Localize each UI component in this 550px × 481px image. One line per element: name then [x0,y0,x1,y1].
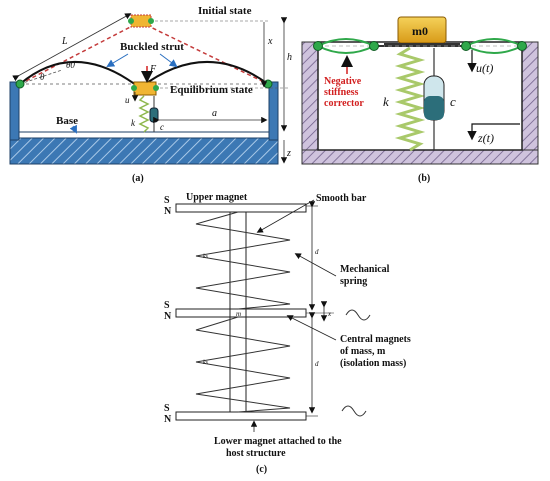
base-label: Base [56,115,78,127]
equilibrium-mass [133,81,157,96]
L-dimension [12,13,132,82]
ns-label-line3: corrector [324,98,364,109]
eq-mass-pivot-right [153,85,159,91]
left-wall-b [301,41,319,155]
eq-mass-pivot-left [131,85,137,91]
theta-label: θ [40,72,45,82]
x-label-c: x [327,310,332,318]
ns-pivot-1 [313,41,323,51]
base-pointer [69,124,77,134]
buckled-pointer-left [106,53,129,68]
caption-c: (c) [256,464,267,475]
spring-label-2: spring [340,276,367,287]
damper-fluid [424,96,444,120]
d-label-upper: d [315,248,319,256]
damper-a [149,107,159,123]
S-bot: S [164,403,170,414]
lower-spring [195,316,291,413]
ns-pivot-4 [517,41,527,51]
spring-a [138,95,150,133]
ns-label-line2: stiffness [324,87,359,98]
u-label: u [125,95,130,105]
ns-pivot-2 [369,41,379,51]
c-label-b: c [450,94,456,109]
wave-lower [341,405,367,417]
F-label: F [149,64,157,75]
right-wall-b [521,41,539,155]
S-mid: S [164,300,170,311]
smooth-bar-label: Smooth bar [316,193,367,204]
panel-a: Initial state Buckled strut Equilibrium … [9,5,292,184]
ks-label-upper: ks [203,254,209,260]
central-label-2: of mass, m [340,346,386,357]
buckled-strut-right [139,60,269,89]
initial-state-label: Initial state [198,5,252,17]
lower-magnet [175,411,307,421]
upper-magnet-label: Upper magnet [186,192,248,203]
N-bot: N [164,414,172,425]
buckled-strut-label: Buckled strut [120,41,184,53]
u-label-b: u(t) [476,61,493,75]
ns-pivot-3 [461,41,471,51]
central-label-3: (isolation mass) [340,358,406,369]
base-block [9,137,279,165]
z-label-a: z [286,148,291,159]
ks-label-lower: ks [203,360,209,366]
lower-magnet-label-2: host structure [226,448,286,459]
z-arrow [467,123,520,141]
buckled-pointer-right [159,53,178,68]
k-label-b: k [383,94,389,109]
m-label-c: m [236,310,241,318]
wave-central [345,309,371,321]
d-label-lower: d [315,360,319,368]
upper-magnet [175,203,307,213]
z-label-b: z(t) [477,131,494,145]
initial-strut-left [19,21,141,85]
mass-plate [384,43,460,47]
x-label-a: x [267,36,273,47]
central-pointer [286,315,337,341]
k-label-a: k [131,118,136,128]
upper-spring [195,211,291,310]
panel-c: S N S N S N Upper magnet Smooth bar Mech… [164,192,411,475]
spring-pointer [294,253,337,277]
spring-b [394,46,426,152]
initial-strut-right [139,21,269,85]
equilibrium-state-label: Equilibrium state [170,84,253,96]
caption-b: (b) [418,173,430,184]
base-b [301,149,539,165]
left-wall [9,81,20,141]
spring-label-1: Mechanical [340,264,390,275]
right-wall [268,81,279,141]
smooth-bar-pointer [256,199,315,233]
initial-mass-pivot-right [148,18,154,24]
L-label: L [61,36,68,47]
a-label: a [212,108,217,119]
central-label-1: Central magnets [340,334,411,345]
h-label: h [287,52,292,63]
panel-b: m0 Negative stiffness corrector k c u(t)… [301,16,539,184]
caption-a: (a) [132,173,144,184]
initial-mass-pivot-left [128,18,134,24]
S-top: S [164,195,170,206]
lower-magnet-label-1: Lower magnet attached to the [214,436,342,447]
pivot-right [263,79,273,89]
ns-label-line1: Negative [324,76,362,87]
N-mid: N [164,311,172,322]
pivot-left [15,79,25,89]
theta0-label: θ0 [66,60,75,70]
mass-label-b: m0 [412,24,428,38]
N-top: N [164,206,172,217]
c-label-a: c [160,122,164,132]
